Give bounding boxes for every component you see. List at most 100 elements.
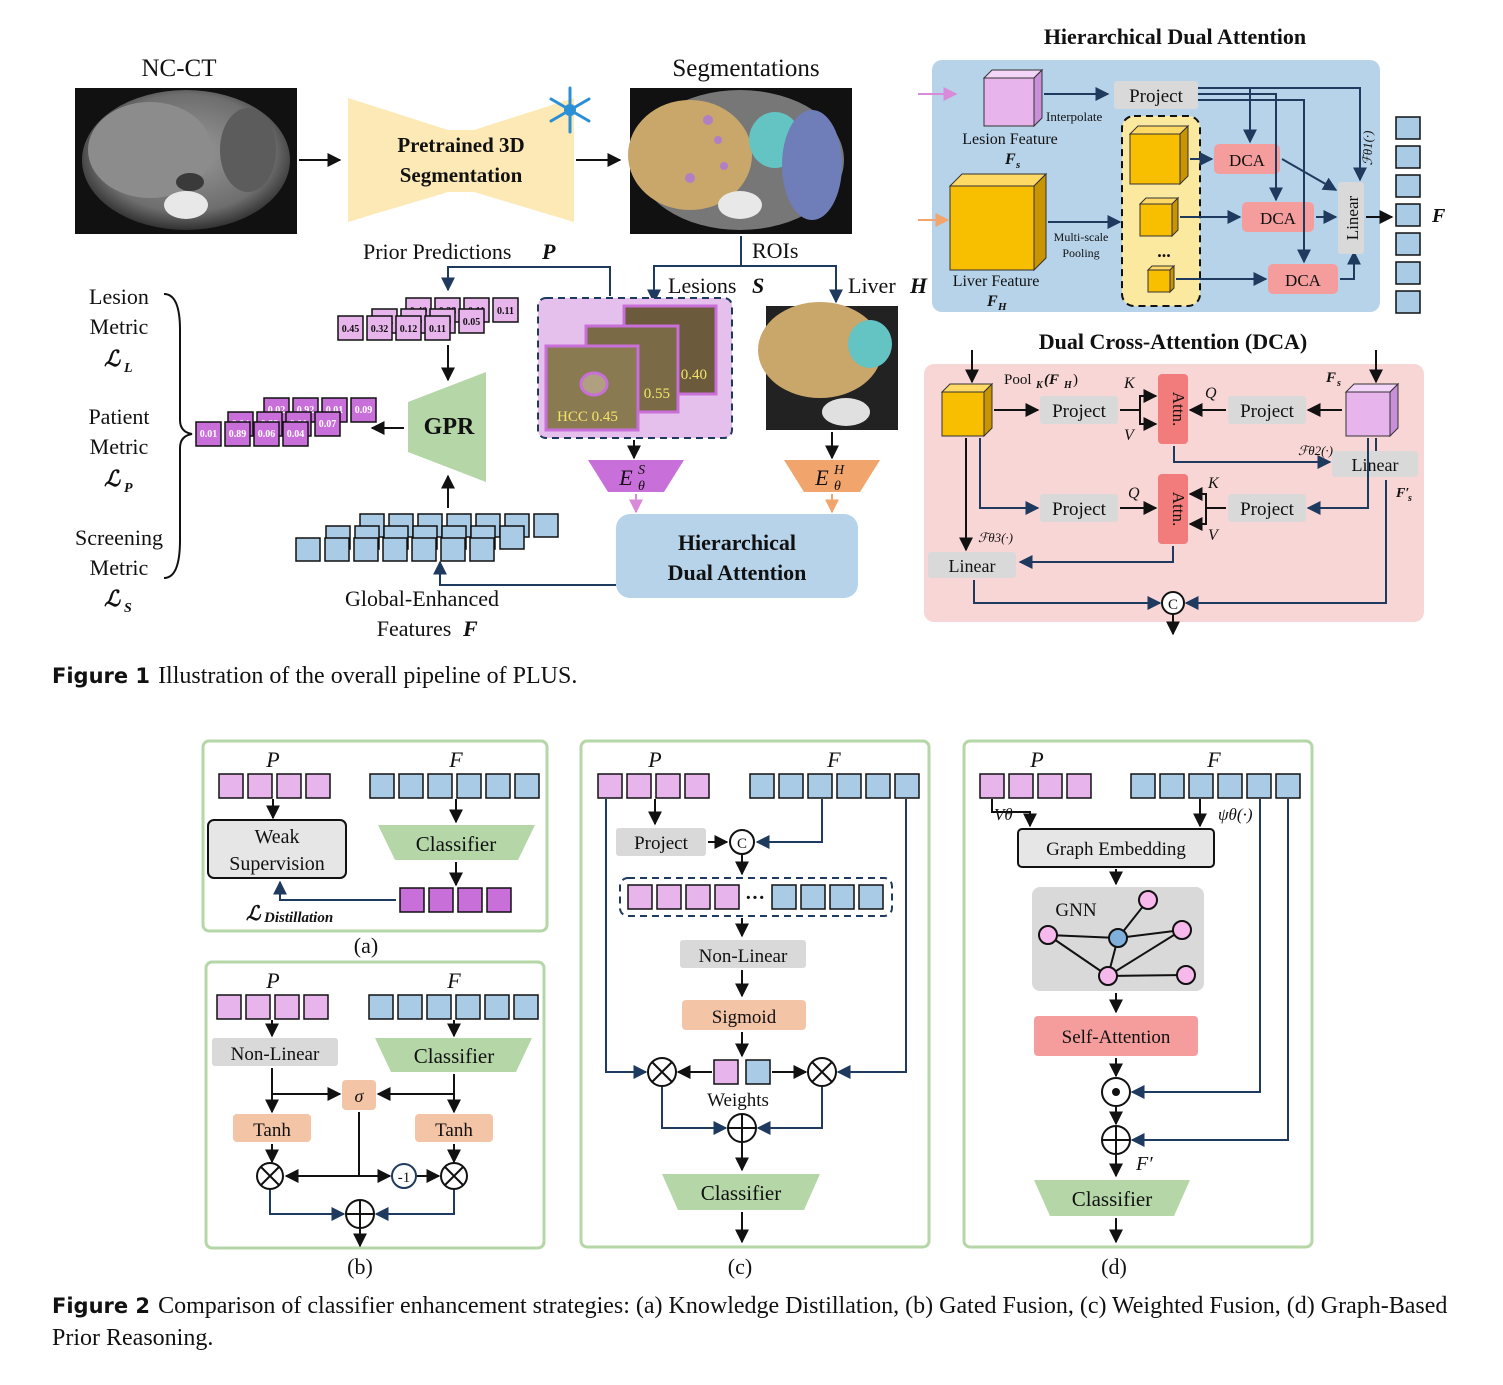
dca-label-3: DCA — [1285, 271, 1322, 290]
dca-project-label-4: Project — [1240, 499, 1295, 520]
panel-a-feature-row — [369, 773, 540, 799]
hda-project-box — [1114, 81, 1198, 109]
concat-prior-cell — [685, 884, 711, 910]
panel-b-p: P — [265, 968, 279, 993]
panel-b-classifier-label: Classifier — [414, 1044, 494, 1068]
patient-prediction-cell — [253, 421, 280, 447]
pool-sub: K — [1035, 380, 1044, 391]
concat-feature-cell — [858, 884, 884, 910]
weights-label: Weights — [707, 1090, 769, 1111]
feature-cell — [411, 537, 437, 562]
patient-prediction-value: 0.04 — [287, 429, 305, 440]
patient-prediction-value: 0.89 — [229, 429, 247, 440]
hda-output-features — [1395, 116, 1421, 314]
f-theta2-label: ℱθ2(·) — [1298, 443, 1333, 458]
dca-linear-label-1: Linear — [1352, 455, 1399, 475]
prior-prediction-cell — [337, 315, 364, 341]
dca-project-box-3 — [1040, 494, 1118, 522]
dca-project-label-1: Project — [1052, 401, 1107, 422]
gnn-graph — [1038, 890, 1196, 986]
dca-label-2: DCA — [1260, 209, 1297, 228]
liver-encoder: E H θ — [784, 460, 880, 494]
patient-prediction-cell — [314, 411, 341, 437]
output-feature-cell — [1395, 261, 1421, 285]
feature-cell — [1246, 773, 1272, 799]
panel-c-concat-node — [729, 829, 755, 855]
add-node-c — [727, 1113, 757, 1143]
metric-patient-sub: P — [124, 481, 133, 496]
pool-arg-sub: H — [1063, 380, 1073, 391]
figure-2-caption-text: Comparison of classifier enhancement str… — [52, 1293, 1448, 1351]
f-theta1-label: ℱθ1(·) — [1360, 130, 1375, 165]
dca-project-label-3: Project — [1052, 499, 1107, 520]
output-feature-cell — [1395, 203, 1421, 227]
pool-close: ) — [1073, 372, 1078, 388]
sigmoid-box — [682, 1000, 806, 1030]
liver-encoder-label: E — [814, 465, 829, 490]
output-feature-cell — [1395, 174, 1421, 198]
panel-d-prior-row — [979, 773, 1092, 799]
psi-theta-label: ψθ(·) — [1218, 805, 1253, 824]
panel-c-p: P — [647, 747, 661, 772]
feature-cell — [894, 773, 920, 799]
feature-cell — [484, 994, 510, 1020]
weight-feature-cell — [745, 1059, 771, 1085]
concat-prior-cell — [627, 884, 653, 910]
panel-b-label: (b) — [347, 1254, 373, 1279]
panel-c-classifier-label: Classifier — [701, 1181, 781, 1205]
attn-box-2 — [1158, 474, 1188, 544]
liver-encoder-sup: H — [833, 463, 845, 478]
dca-k-label-1: K — [1123, 375, 1136, 392]
global-features-grid — [295, 513, 559, 562]
global-features-line1: Global-Enhanced — [345, 586, 499, 611]
lesion-encoder-label: E — [618, 465, 633, 490]
sigma-label: σ — [355, 1086, 365, 1106]
snowflake-icon — [549, 86, 591, 134]
feature-cell — [1188, 773, 1214, 799]
figure-1-caption-label: Figure 1 — [52, 664, 151, 688]
scale-cube-small — [1146, 264, 1176, 294]
dca-box-2 — [1242, 202, 1314, 232]
dca-concat-node — [1161, 591, 1185, 615]
feature-cell — [295, 537, 321, 562]
feature-cell — [369, 773, 395, 799]
feature-cell — [1130, 773, 1156, 799]
feature-cell — [807, 773, 833, 799]
panel-c-concat-label: C — [737, 836, 747, 852]
lesion-encoder-sup: S — [638, 463, 645, 478]
distilled-cell — [399, 887, 425, 913]
lesions-label: Lesions — [668, 273, 736, 298]
feature-cell — [456, 773, 482, 799]
patient-prediction-cell — [195, 421, 222, 447]
feature-cell — [382, 537, 408, 562]
metrics-brace — [163, 293, 193, 579]
metric-screening-line2: Metric — [90, 555, 149, 580]
feature-cell — [499, 525, 525, 550]
dca-fs-symbol: F — [1325, 370, 1336, 386]
panel-a-p: P — [265, 747, 279, 772]
concat-prior-cell — [714, 884, 740, 910]
prior-cell — [979, 773, 1005, 799]
patient-prediction-value: 0.09 — [355, 405, 373, 416]
dca-linear-label-2: Linear — [949, 556, 996, 576]
patient-prediction-value: 0.01 — [200, 429, 218, 440]
feature-cell — [514, 773, 540, 799]
dca-project-label-2: Project — [1240, 401, 1295, 422]
prior-predictions-symbol: P — [541, 239, 556, 264]
metric-screening-symbol: ℒ — [104, 586, 121, 611]
prior-cell — [276, 773, 302, 799]
feature-cell — [455, 994, 481, 1020]
figure-1-diagram: NC-CT Pretrained 3D Segmentation Segment… — [75, 24, 1446, 641]
liver-symbol: H — [909, 273, 928, 298]
feature-cell — [1159, 773, 1185, 799]
concat-feature-cell — [771, 884, 797, 910]
patient-prediction-value: 0.02 — [268, 405, 286, 416]
hierarchical-dual-attention-block: Hierarchical Dual Attention — [616, 514, 858, 598]
dca-linear-box-2 — [928, 552, 1016, 578]
liver-feature-sub: H — [997, 301, 1007, 313]
slice-score-1: 0.55 — [644, 386, 670, 402]
figure-1-caption-text: Illustration of the overall pipeline of … — [158, 663, 578, 689]
slice-score-2: 0.40 — [681, 367, 707, 383]
liver-label: Liver — [848, 273, 896, 298]
